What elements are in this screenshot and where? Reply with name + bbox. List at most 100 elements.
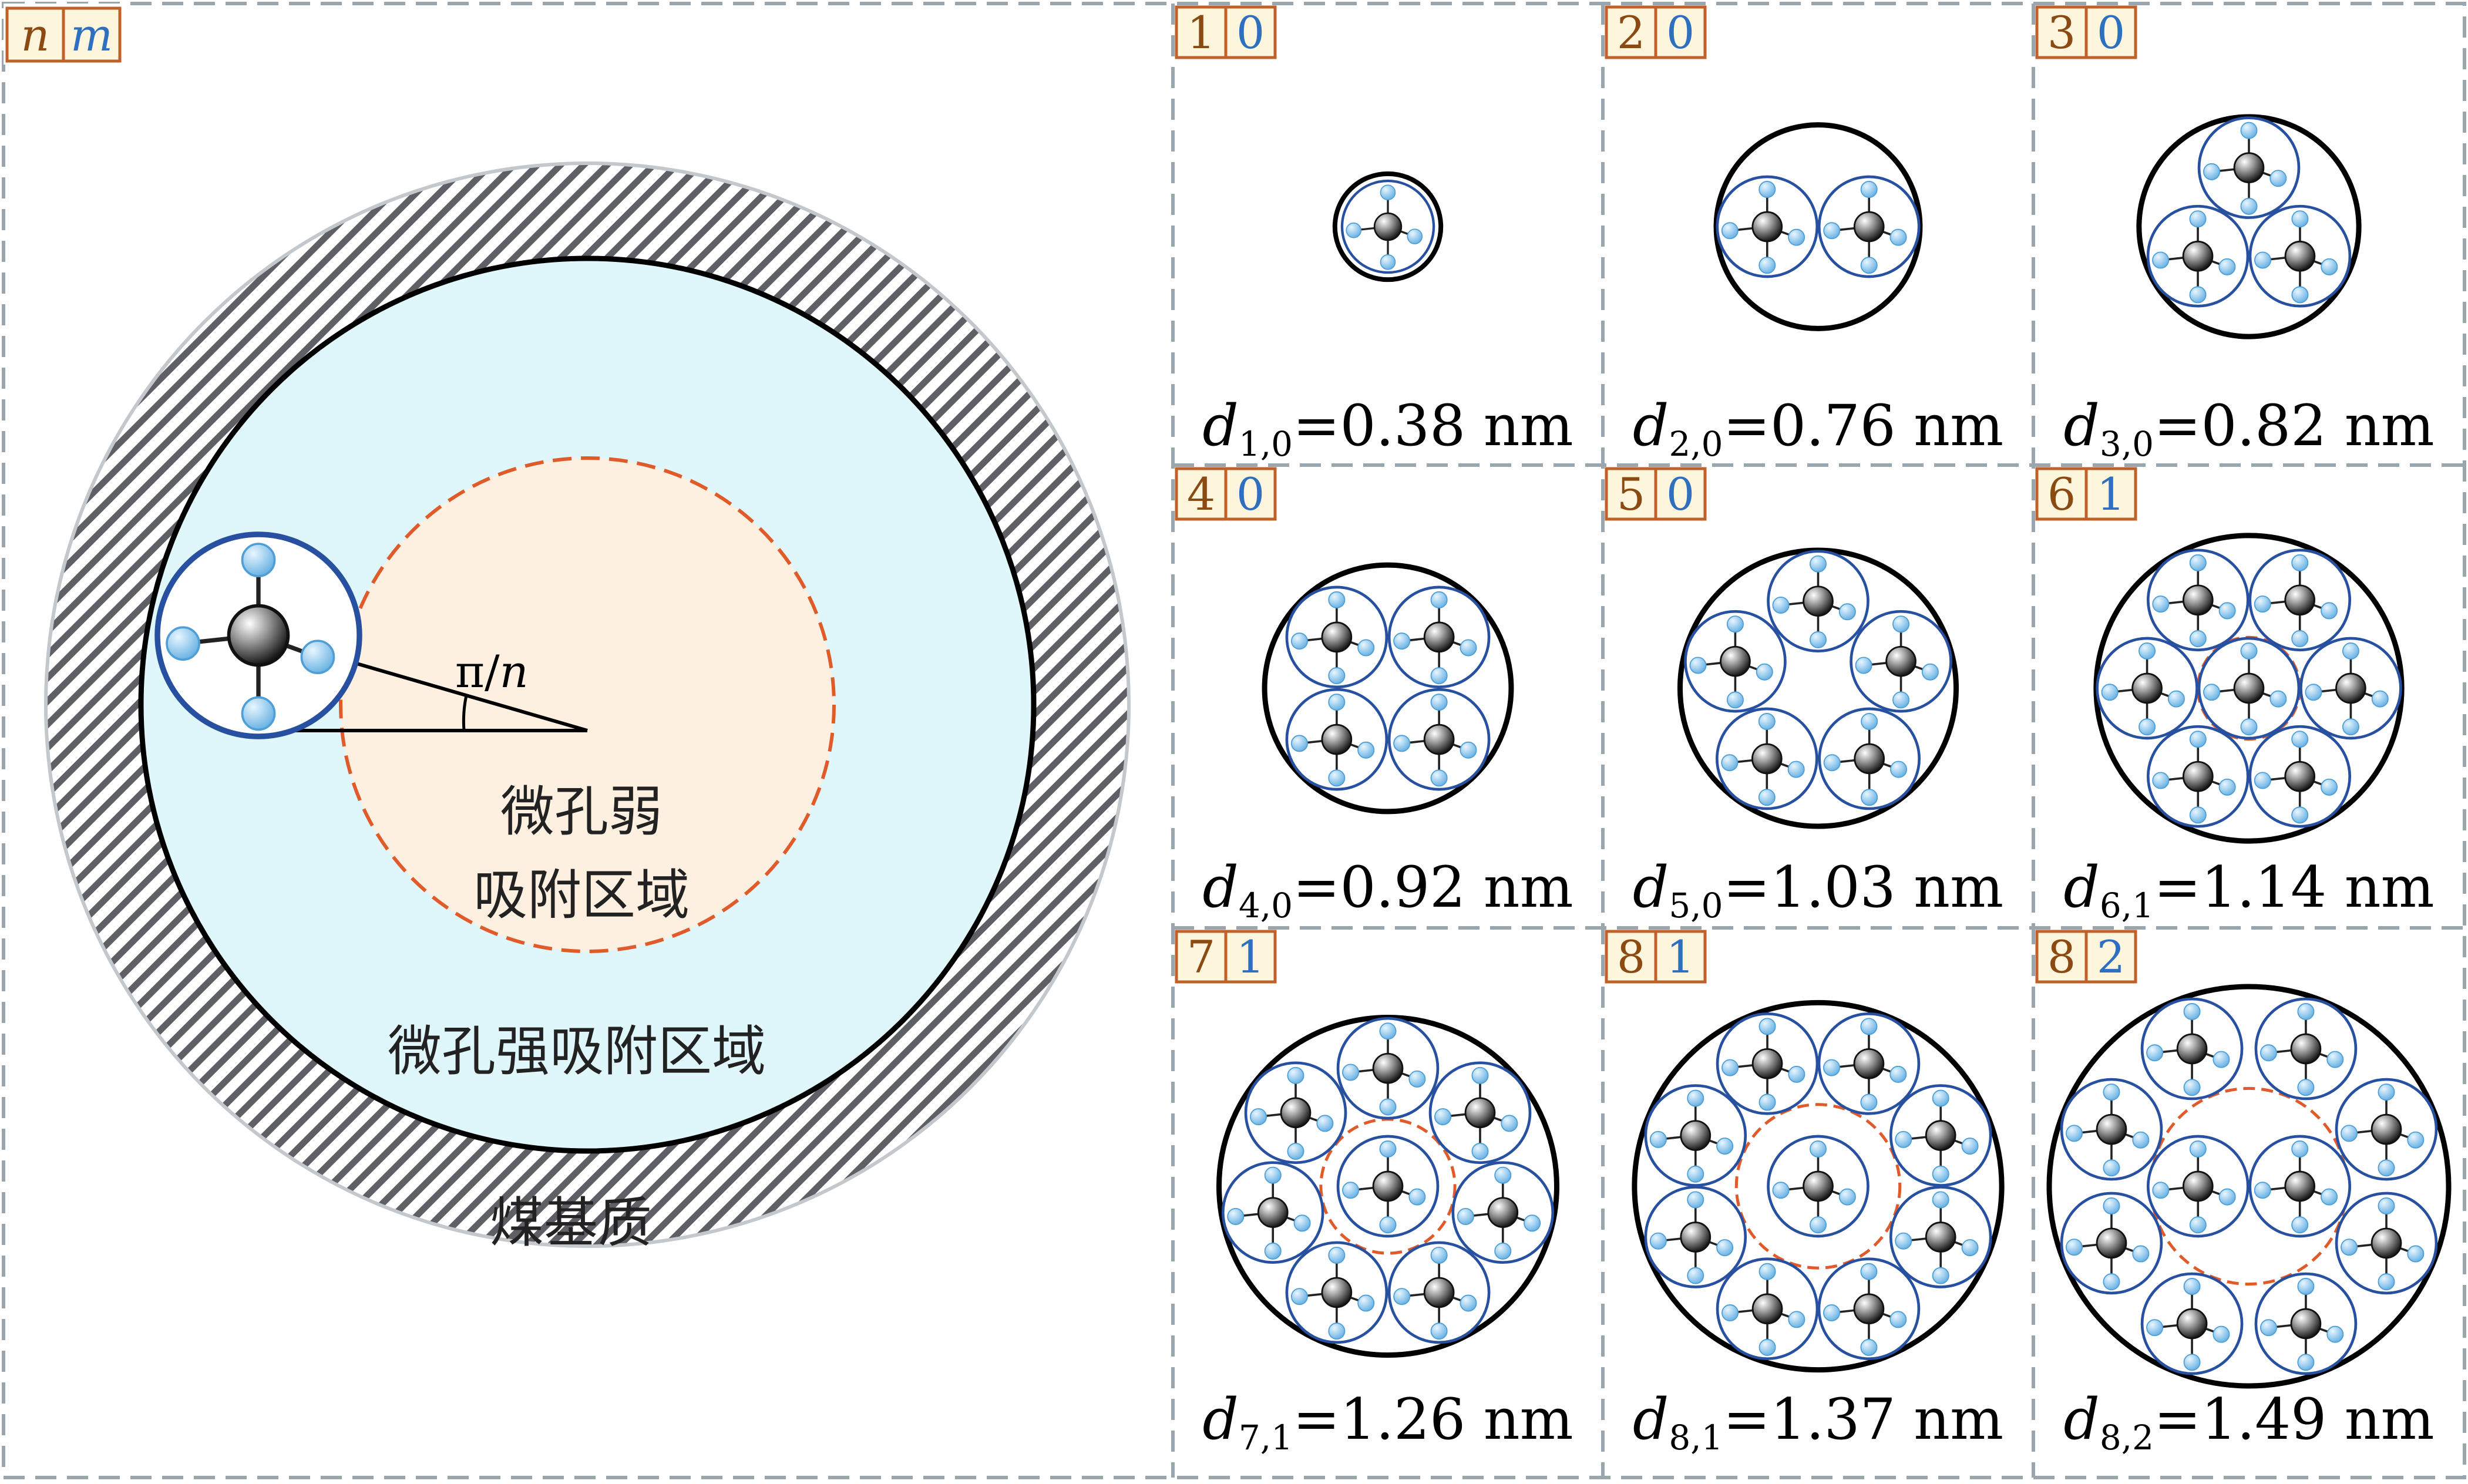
panel-n-value: 8 — [2047, 931, 2076, 983]
methane-molecule — [1428, 1061, 1532, 1165]
methane-molecule — [1716, 707, 1818, 810]
methane-molecule — [154, 531, 362, 739]
methane-molecule-center — [1336, 1135, 1440, 1238]
methane-molecule — [1451, 1161, 1555, 1264]
diameter-label: d4,0=0.92 nm — [1202, 854, 1573, 926]
methane-molecule — [2146, 204, 2250, 308]
panel-n-value: 3 — [2047, 6, 2076, 59]
diameter-label: d3,0=0.82 nm — [2063, 393, 2434, 464]
panel-m-value: 0 — [1666, 6, 1694, 59]
methane-molecule-center — [2146, 1135, 2250, 1238]
methane-molecule — [2096, 637, 2198, 740]
angle-arc — [462, 695, 468, 731]
panel-m-value: 0 — [1236, 468, 1265, 520]
diameter-label: d8,2=1.49 nm — [2063, 1387, 2434, 1458]
methane-molecule — [1889, 1084, 1992, 1187]
methane-molecule — [1817, 175, 1921, 278]
panel-n-value: 2 — [1617, 6, 1645, 59]
panel-m-value: 0 — [1236, 6, 1265, 59]
methane-molecule — [1889, 1186, 1992, 1288]
main-pore: π/n 微孔弱 吸附区域 微孔强吸附区域 煤基质 — [44, 161, 1131, 1254]
methane-molecule — [2254, 1272, 2358, 1375]
methane-molecule — [1818, 707, 1921, 810]
panel-m-value: 1 — [2097, 468, 2125, 520]
methane-molecule — [2248, 204, 2352, 308]
methane-molecule — [1644, 1084, 1747, 1187]
methane-molecule — [2060, 1192, 2163, 1295]
methane-molecule — [1716, 1012, 1819, 1115]
methane-molecule — [2060, 1078, 2163, 1181]
methane-molecule — [2146, 548, 2250, 652]
panel-n-value: 6 — [2047, 468, 2076, 520]
weak-adsorption-zone — [339, 456, 836, 953]
weak-zone-label-2: 吸附区域 — [473, 864, 690, 927]
methane-molecule — [1244, 1061, 1347, 1165]
methane-molecule — [1817, 1012, 1921, 1115]
diameter-label: d7,1=1.26 nm — [1202, 1387, 1573, 1458]
panel-n-value: 8 — [1617, 931, 1645, 983]
methane-molecule — [1387, 688, 1491, 791]
methane-molecule — [1716, 1257, 1819, 1361]
panel-m-value: 0 — [2097, 6, 2125, 59]
methane-molecule — [2335, 1078, 2438, 1181]
methane-molecule — [1285, 585, 1388, 689]
methane-molecule — [1684, 610, 1787, 713]
diameter-label: d6,1=1.14 nm — [2063, 854, 2434, 926]
methane-molecule — [2299, 637, 2402, 740]
methane-molecule — [2197, 116, 2301, 219]
panel-n-value: 4 — [1187, 468, 1215, 520]
legend-n: n — [21, 9, 50, 61]
methane-molecule — [2335, 1192, 2438, 1295]
methane-molecule — [2248, 725, 2352, 828]
methane-molecule — [1285, 1241, 1388, 1344]
methane-molecule — [2146, 725, 2250, 828]
panel-n-value: 5 — [1617, 468, 1645, 520]
diameter-label: d1,0=0.38 nm — [1202, 393, 1573, 464]
panel-n-value: 7 — [1187, 931, 1215, 983]
methane-molecule — [1817, 1257, 1921, 1361]
strong-zone-label: 微孔强吸附区域 — [388, 1020, 766, 1083]
methane-molecule — [1340, 179, 1435, 274]
methane-molecule — [1336, 1017, 1440, 1120]
methane-molecule — [1387, 585, 1491, 689]
methane-molecule-center — [1767, 1135, 1870, 1238]
methane-molecule-main — [154, 531, 362, 739]
radius-line-angled — [340, 657, 588, 732]
methane-molecule — [1285, 688, 1388, 791]
methane-molecule — [2254, 997, 2358, 1101]
methane-molecule — [1387, 1241, 1491, 1344]
coal-matrix-label: 煤基质 — [490, 1192, 652, 1254]
angle-label: π/n — [455, 645, 529, 698]
inner-region — [1734, 1103, 1902, 1270]
nm-legend: n m — [4, 4, 127, 65]
methane-molecule — [1850, 610, 1952, 713]
methane-molecule-center — [2248, 1135, 2352, 1238]
methane-molecule — [1644, 1186, 1747, 1288]
methane-molecule-center — [2197, 637, 2301, 740]
methane-molecule — [2248, 548, 2352, 652]
diameter-label: d5,0=1.03 nm — [1633, 854, 2003, 926]
legend-m: m — [70, 9, 113, 61]
diameter-label: d8,1=1.37 nm — [1633, 1387, 2003, 1458]
panel-m-value: 2 — [2097, 931, 2125, 983]
methane-molecule — [1716, 175, 1819, 278]
methane-molecule — [1767, 550, 1870, 652]
panel-n-value: 1 — [1187, 6, 1215, 59]
panel-m-value: 1 — [1236, 931, 1265, 983]
methane-molecule — [2140, 1272, 2244, 1375]
diameter-label: d2,0=0.76 nm — [1633, 393, 2003, 464]
methane-molecule — [1221, 1161, 1324, 1264]
panel-m-value: 1 — [1666, 931, 1694, 983]
methane-molecule — [2140, 997, 2244, 1101]
